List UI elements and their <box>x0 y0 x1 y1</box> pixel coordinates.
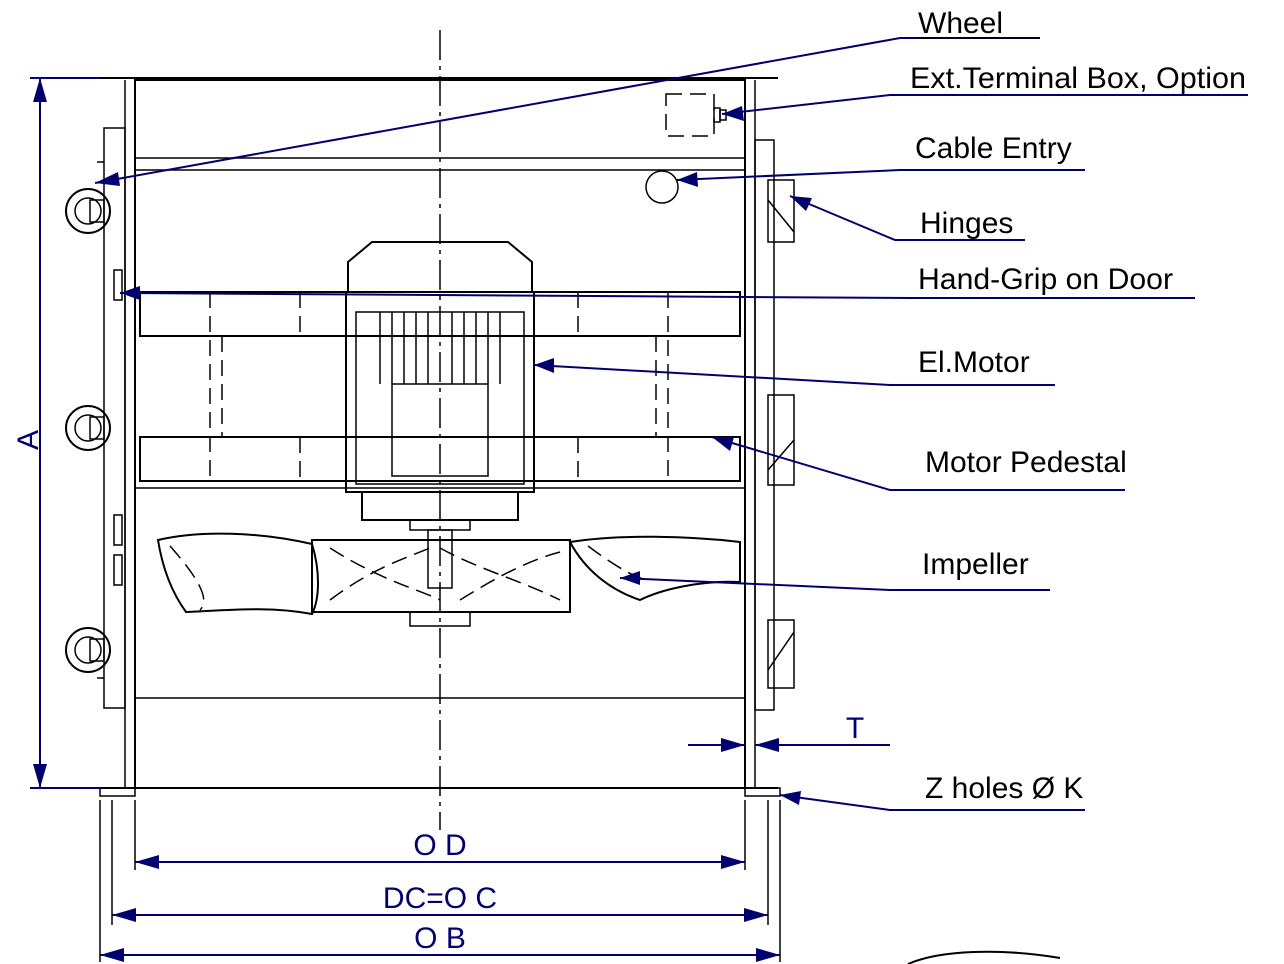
label-hinges: Hinges <box>920 207 1013 240</box>
access-door <box>97 127 126 709</box>
label-cable-entry: Cable Entry <box>915 132 1072 165</box>
leader-lines <box>94 37 1248 811</box>
label-hand-grip: Hand-Grip on Door <box>918 263 1173 296</box>
label-terminal-box: Ext.Terminal Box, Option <box>910 62 1246 95</box>
label-wheel: Wheel <box>918 7 1003 40</box>
wheel-bottom <box>65 627 111 673</box>
logo-mark <box>907 950 1061 964</box>
label-motor-pedestal: Motor Pedestal <box>925 446 1127 479</box>
hinges <box>754 139 795 711</box>
dim-label-outer-diameter: O B <box>414 922 466 955</box>
dim-label-bolt-circle: DC=O C <box>383 882 497 915</box>
wheel-middle <box>65 405 111 451</box>
wheel-top <box>65 188 111 234</box>
dim-label-thickness: T <box>846 712 864 745</box>
dim-label-inner-diameter: O D <box>413 829 466 862</box>
label-impeller: Impeller <box>922 548 1029 581</box>
label-motor: El.Motor <box>918 346 1030 379</box>
cable-entry-hole <box>645 170 679 204</box>
label-holes: Z holes Ø K <box>925 772 1083 805</box>
terminal-box <box>665 93 727 137</box>
dim-label-height: A <box>12 430 45 450</box>
dimension-lines <box>30 77 890 962</box>
